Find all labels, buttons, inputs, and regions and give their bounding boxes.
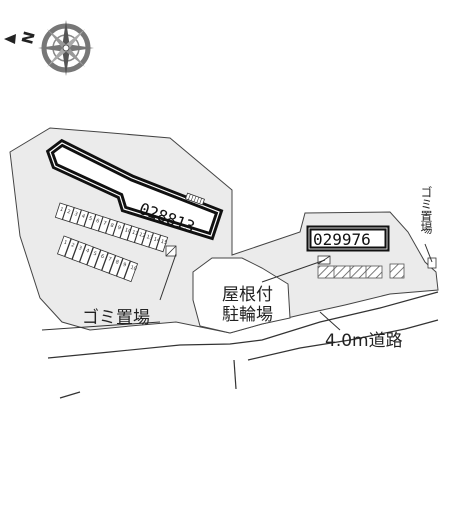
road bbox=[47, 291, 439, 399]
road-label: 4.0m道路 bbox=[325, 331, 403, 351]
garbage-label-left: ゴミ置場 bbox=[82, 307, 150, 328]
parking-stall-number: 14 bbox=[153, 236, 161, 244]
bicycle-parking-area bbox=[192, 257, 291, 334]
parking-stall-number: 13 bbox=[146, 234, 154, 242]
parking-stall-number: 8 bbox=[110, 223, 115, 230]
parking-stall-number: 12 bbox=[138, 232, 146, 240]
parking-stall bbox=[56, 235, 72, 257]
parking-stall-number: 9 bbox=[122, 262, 127, 269]
parking-stall-number: 6 bbox=[95, 218, 100, 225]
parking-stall-number: 3 bbox=[78, 245, 83, 252]
garbage-label-right: ゴミ置場 bbox=[419, 185, 433, 235]
parking-stall-number: 9 bbox=[117, 225, 122, 232]
bicycle-sheds bbox=[317, 255, 405, 279]
parking-stall-number: 2 bbox=[66, 209, 71, 216]
building-029976: 029976 bbox=[306, 225, 390, 252]
stairs-icon bbox=[185, 192, 205, 206]
parking-stall-number: 11 bbox=[131, 229, 139, 237]
parking-stall-number: 1 bbox=[59, 206, 64, 213]
parking-stall-number: 2 bbox=[70, 242, 75, 249]
parking-stall bbox=[116, 257, 131, 280]
parking-stall-number: 4 bbox=[85, 248, 90, 255]
parking-stall bbox=[79, 243, 94, 266]
parking-stall-number: 10 bbox=[124, 227, 132, 235]
parking-stall-number: 4 bbox=[81, 213, 86, 220]
parking-stall-number: 5 bbox=[92, 251, 97, 258]
parking-stall-number: 3 bbox=[74, 211, 79, 218]
parking-stall-number: 8 bbox=[115, 259, 120, 266]
compass-rose-icon: N bbox=[4, 20, 94, 76]
parking-stall bbox=[86, 246, 102, 269]
parking-stall bbox=[93, 249, 109, 271]
parking-stall-number: 7 bbox=[107, 256, 112, 263]
parking-stall-number: 1 bbox=[63, 240, 68, 247]
parking-stall-number: 10 bbox=[129, 265, 137, 273]
parking-stall-number: 5 bbox=[88, 216, 93, 223]
parking-stall bbox=[71, 241, 87, 263]
building-028813: 028813 bbox=[45, 138, 224, 241]
garbage-box-right bbox=[427, 257, 437, 269]
parking-stall bbox=[108, 255, 124, 277]
leader-lines bbox=[41, 243, 433, 331]
bicycle-label-line1: 屋根付 bbox=[222, 285, 273, 305]
parking-stall bbox=[155, 234, 169, 253]
parking-stall bbox=[101, 252, 116, 274]
parking-stall-number: 7 bbox=[102, 220, 107, 227]
building-029976-label: 029976 bbox=[313, 230, 371, 249]
parking-stall-number: 15 bbox=[160, 239, 168, 247]
parking-stall bbox=[123, 260, 139, 283]
garbage-box-left bbox=[165, 245, 177, 257]
parking-stall bbox=[64, 238, 79, 260]
bicycle-label-line2: 駐輪場 bbox=[222, 305, 273, 325]
parking-stall-number: 6 bbox=[100, 254, 105, 261]
compass-north-letter: N bbox=[18, 29, 39, 46]
